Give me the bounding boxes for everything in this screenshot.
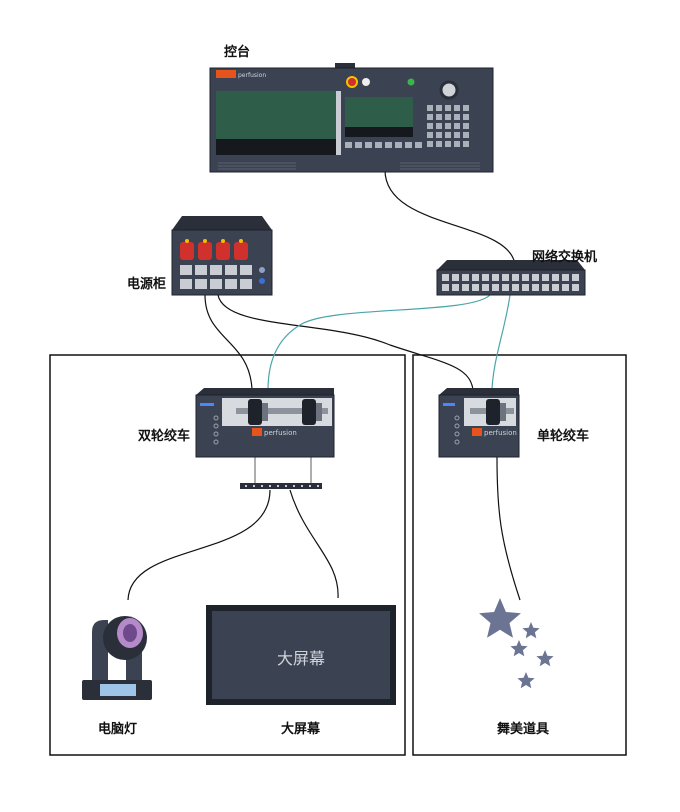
emergency-stop-button	[346, 76, 358, 88]
console-main-screen	[216, 91, 336, 139]
winch-drum-single	[486, 399, 500, 425]
single-winch-prop-cable	[496, 456, 521, 601]
svg-text:perfusion: perfusion	[484, 429, 517, 437]
double-winch-device: perfusion	[195, 388, 335, 458]
svg-text:perfusion: perfusion	[238, 72, 266, 79]
switch-double-winch-cable	[267, 294, 491, 391]
power-double-winch-cable	[204, 294, 253, 391]
truss-bar	[240, 483, 322, 489]
console-sub-screen	[345, 97, 413, 127]
zone-right-box	[412, 354, 627, 756]
winch-drum-b	[302, 399, 316, 425]
big-screen-label: 大屏幕	[281, 722, 321, 737]
svg-text:perfusion: perfusion	[264, 429, 297, 437]
console-switch-cable	[384, 169, 516, 266]
star-small-c	[536, 650, 554, 667]
power-single-winch-cable	[217, 294, 474, 391]
big-screen-device: 大屏幕	[206, 605, 396, 705]
stage-props-label: 舞美道具	[497, 722, 550, 737]
power-sockets	[180, 242, 248, 260]
console-trackball	[439, 80, 459, 100]
moving-light-device	[82, 616, 152, 700]
single-winch-label: 单轮绞车	[537, 429, 590, 444]
switch-ports	[442, 274, 579, 291]
moving-light-label: 电脑灯	[98, 722, 138, 737]
stage-props-stars	[479, 598, 554, 689]
power-cabinet-device	[171, 216, 273, 296]
console-device: perfusion	[209, 63, 494, 173]
console-button-row	[345, 142, 422, 148]
network-switch-device	[436, 260, 586, 296]
console-label: 控台	[224, 45, 251, 60]
single-winch-device: perfusion	[438, 388, 520, 458]
big-screen-caption: 大屏幕	[277, 649, 325, 668]
truss-screen-cable	[289, 489, 339, 599]
truss-light-cable	[127, 489, 271, 601]
switch-single-winch-cable	[491, 294, 511, 391]
star-small-b	[510, 640, 528, 657]
power-cabinet-label: 电源柜	[127, 277, 167, 292]
double-winch-label: 双轮绞车	[138, 429, 191, 444]
star-small-a	[522, 622, 540, 639]
cables	[127, 169, 521, 601]
star-small-d	[517, 672, 535, 689]
star-large	[479, 598, 521, 638]
zone-left-box	[49, 354, 406, 756]
winch-drum-a	[248, 399, 262, 425]
network-switch-label: 网络交换机	[532, 250, 598, 265]
console-keypad-grid	[427, 105, 469, 147]
